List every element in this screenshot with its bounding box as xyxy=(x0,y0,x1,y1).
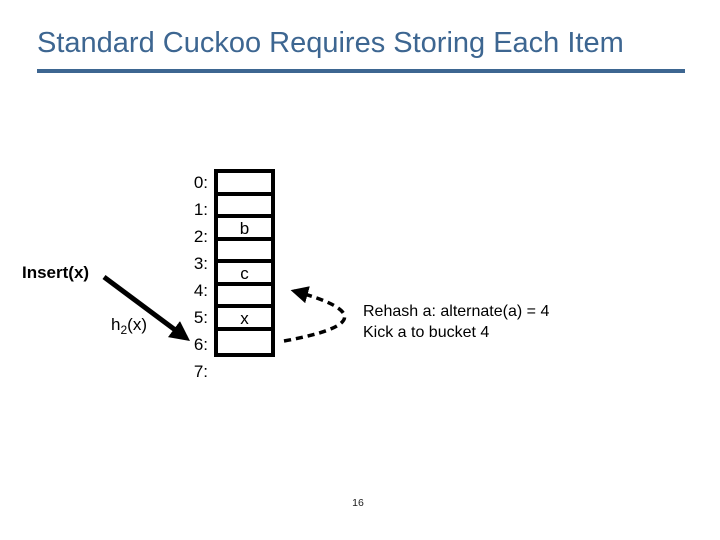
bucket-cell-1 xyxy=(218,195,271,218)
bucket-cell-2: b xyxy=(218,218,271,241)
bucket-index-6: 6: xyxy=(193,335,208,354)
rehash-annotation: Rehash a: alternate(a) = 4 Kick a to buc… xyxy=(363,301,549,343)
bucket-index-1: 1: xyxy=(193,200,208,219)
rehash-annotation-line1: Rehash a: alternate(a) = 4 xyxy=(363,303,550,320)
slide-title: Standard Cuckoo Requires Storing Each It… xyxy=(37,27,624,59)
page-number: 16 xyxy=(352,497,364,509)
insert-operation-label: Insert(x) xyxy=(22,263,90,282)
hash-function-args: (x) xyxy=(127,315,147,334)
rehash-annotation-line2: Kick a to bucket 4 xyxy=(363,324,490,341)
bucket-cells-column: b c x xyxy=(214,169,275,357)
hash-table: 0: 1: 2: 3: 4: 5: 6: 7: b c x xyxy=(186,169,275,385)
bucket-index-column: 0: 1: 2: 3: 4: 5: 6: 7: xyxy=(186,169,214,385)
bucket-index-5: 5: xyxy=(193,308,208,327)
hash-function-label: h2(x) xyxy=(111,315,147,337)
bucket-index-4: 4: xyxy=(193,281,208,300)
bucket-index-0: 0: xyxy=(193,173,208,192)
rehash-arrow xyxy=(283,286,347,343)
bucket-cell-0 xyxy=(218,173,271,196)
bucket-cell-6: x xyxy=(218,308,271,331)
bucket-index-7: 7: xyxy=(193,362,208,381)
bucket-cell-5 xyxy=(218,285,271,308)
title-underline-rule xyxy=(37,69,685,73)
bucket-index-3: 3: xyxy=(193,254,208,273)
bucket-index-2: 2: xyxy=(193,227,208,246)
bucket-cell-3 xyxy=(218,240,271,263)
bucket-cell-7 xyxy=(218,330,271,353)
bucket-cell-4: c xyxy=(218,263,271,286)
